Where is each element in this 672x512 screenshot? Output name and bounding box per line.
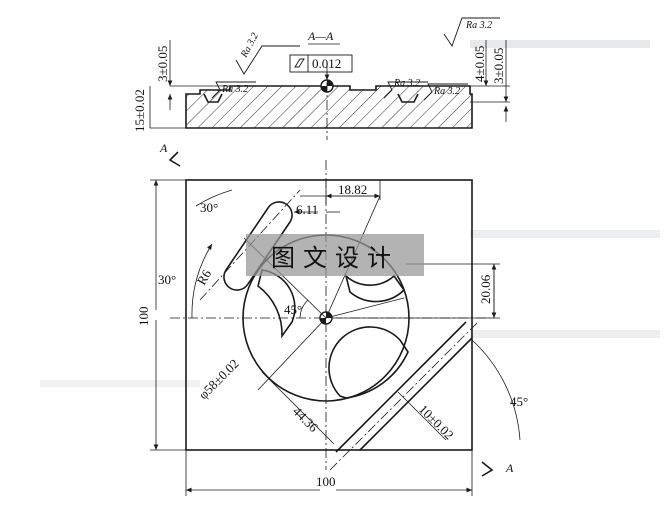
dim-44-36-line [261,371,335,445]
dim-3-right: 3±0.05 [491,48,506,84]
section-label: A—A [307,29,334,43]
roughness-symbol-icon [383,81,428,99]
dim-20-06: 20.06 [478,274,493,304]
slot-notch-right [397,93,419,103]
roughness-right: Ra 3.2 [433,86,460,97]
dim-30-left: 30° [158,272,176,287]
relief-cutout-left [257,269,296,339]
roughness-top-right: Ra 3.2 [465,20,492,31]
dim-18-82: 18.82 [338,182,367,197]
dim-phi58: φ58±0.02 [196,356,242,402]
background-ghost-text [40,40,660,387]
section-arrow-top [168,151,181,167]
slot-notch-left [203,93,223,103]
section-dims-left: 3±0.05 15±0.02 [132,40,230,132]
flatness-frame: 0.012 [289,54,353,80]
angle-30-top-arc [195,189,233,207]
diagonal-slot [329,321,479,471]
roughness-symbol-icon [235,45,300,75]
dim-10-line [397,391,447,441]
dim-45-right: 45° [510,394,528,409]
dim-3-left: 3±0.05 [155,46,170,82]
dim-30-top: 30° [200,200,218,215]
roughness-symbol-icon [443,17,500,47]
radial-line-2006 [325,297,405,319]
flatness-value: 0.012 [312,56,341,71]
roughness-mid: Ra 3.2 [393,78,420,89]
roughness-symbol-icon [423,83,468,101]
radial-line-diameter [257,317,327,391]
flatness-symbol-icon [294,58,305,68]
section-view: A—A 0.012 Ra 3.2 Ra 3.2 Ra 3.2 Ra 3. [132,17,510,140]
dim-r6: R6 [194,266,215,287]
dim-6-11: 6.11 [296,202,318,217]
dim-44-36: 44.36 [290,404,322,436]
dim-45-inner: 45° [284,302,302,317]
dim-10: 10±0.02 [416,402,457,443]
relief-cutout-bottom-right [328,326,409,399]
relief-cutout-top-right [344,273,406,303]
dim-15: 15±0.02 [132,89,147,132]
watermark-banner: 图文设计 [246,234,424,276]
view-mark-a-top: A [159,141,168,155]
plate-outline [185,179,473,451]
plan-view: A A 45° [136,141,528,496]
section-part-body [185,85,473,129]
dim-width-100: 100 [316,474,336,489]
angled-slot [223,201,293,291]
roughness-left: Ra 3.2 [221,84,248,95]
roughness-left-top: Ra 3.2 [238,31,260,60]
angle-45-inner-arc [299,299,309,319]
angle-30-left-arc [191,243,213,319]
view-mark-a-bottom: A [505,461,514,475]
dim-height-100: 100 [136,307,151,327]
dim-4-right: 4±0.05 [472,46,487,82]
section-dims-right: 4±0.05 3±0.05 [470,40,510,122]
section-arrow-bottom [481,461,494,477]
angle-45-right-arc [471,339,521,441]
